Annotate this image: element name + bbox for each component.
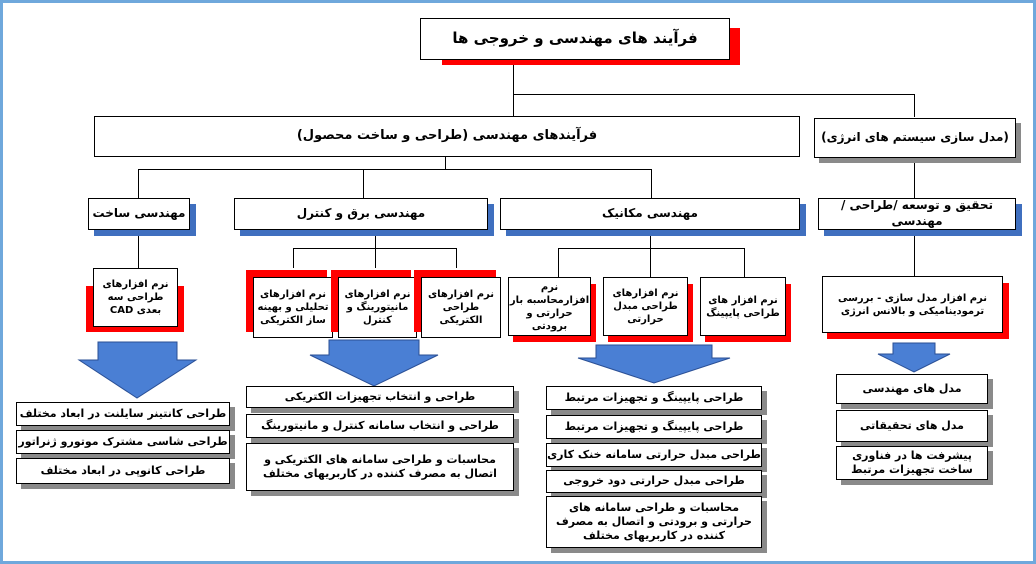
output-item: مدل های مهندسی	[836, 374, 988, 404]
cad-software-box: نرم افزارهای طراحی سه بعدی CAD	[93, 268, 178, 327]
research-engineering-box: تحقیق و توسعه /طراحی /مهندسی	[818, 198, 1016, 230]
output-item: محاسبات و طراحی سامانه های الکتریکی و ات…	[246, 443, 514, 491]
connector	[513, 94, 514, 117]
connector	[914, 94, 915, 117]
connector	[363, 169, 364, 199]
output-item: طراحی و انتخاب سامانه کنترل و مانیتورینگ	[246, 414, 514, 438]
connector	[293, 248, 456, 249]
connector	[138, 230, 139, 268]
diagram-title: فرآیند های مهندسی و خروجی ها	[420, 18, 730, 60]
connector	[375, 230, 376, 268]
electrical-engineering-box: مهندسی برق و کنترل	[234, 198, 488, 230]
connector	[513, 94, 915, 95]
connector	[445, 157, 446, 169]
output-item: طراحی پایپینگ و تجهیزات مرتبط	[546, 415, 762, 439]
connector	[914, 230, 915, 276]
output-item: طراحی شاسی مشترک موتورو ژنراتور	[16, 430, 230, 454]
output-item: مدل های تحقیقاتی	[836, 410, 988, 442]
electrical-analysis-software-box: نرم افزارهای تحلیلی و بهینه ساز الکتریکی	[253, 277, 333, 338]
connector	[293, 248, 294, 268]
engineering-processes-box: فرآیندهای مهندسی (طراحی و ساخت محصول)	[94, 116, 800, 157]
thermal-load-software-box: نرم افزارمحاسبه بار حرارتی و برودتی	[508, 277, 591, 336]
connector	[651, 169, 652, 199]
output-item: پیشرفت ها در فناوری ساخت تجهیزات مرتبط	[836, 446, 988, 480]
output-item: طراحی مبدل حرارتی سامانه خنک کاری	[546, 443, 762, 467]
connector	[914, 160, 915, 199]
down-arrow-construction	[77, 341, 198, 399]
electrical-design-software-box: نرم افزارهای طراحی الکتریکی	[421, 277, 501, 338]
connector	[513, 59, 514, 94]
down-arrow-research	[877, 342, 951, 373]
connector	[456, 248, 457, 268]
output-item: طراحی مبدل حرارتی دود خروجی	[546, 470, 762, 493]
down-arrow-mechanical	[577, 344, 731, 384]
piping-software-box: نرم افزار های طراحی پایپینگ	[700, 277, 786, 336]
connector	[650, 230, 651, 278]
modeling-software-box: نرم افزار مدل سازی - بررسی ترمودینامیکی …	[822, 276, 1003, 333]
connector	[138, 169, 652, 170]
energy-modeling-box: (مدل سازی سیستم های انرژی)	[814, 118, 1016, 158]
monitoring-software-box: نرم افزارهای مانیتورینگ و کنترل	[338, 277, 417, 338]
construction-engineering-box: مهندسی ساخت	[88, 198, 190, 230]
output-item: طراحی پایپینگ و تجهیزات مرتبط	[546, 386, 762, 410]
connector	[138, 169, 139, 199]
output-item: طراحی کانتینر سایلنت در ابعاد مختلف	[16, 402, 230, 426]
output-item: طراحی و انتخاب تجهیزات الکتریکی	[246, 386, 514, 408]
heat-exchanger-software-box: نرم افزارهای طراحی مبدل حرارتی	[603, 277, 688, 336]
output-item: طراحی کانوپی در ابعاد مختلف	[16, 458, 230, 484]
connector	[558, 248, 744, 249]
connector	[558, 248, 559, 278]
mechanical-engineering-box: مهندسی مکانیک	[500, 198, 800, 230]
down-arrow-electrical	[309, 339, 439, 387]
connector	[744, 248, 745, 278]
output-item: محاسبات و طراحی سامانه های حرارتی و برود…	[546, 496, 762, 548]
